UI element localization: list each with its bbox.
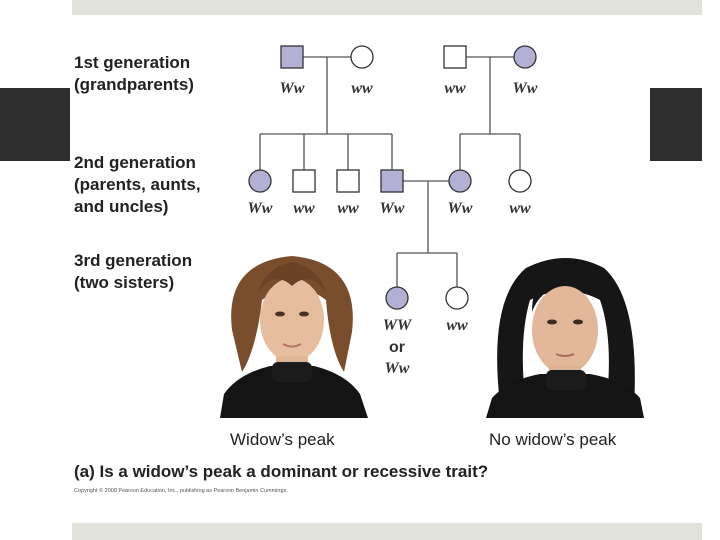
male-unaffected-symbol bbox=[443, 45, 467, 69]
bottom-decor-bar bbox=[72, 523, 702, 540]
svg-text:1st generation: 1st generation bbox=[74, 53, 190, 72]
caption-widows-peak: Widow’s peak bbox=[230, 430, 335, 449]
genotype-label: ww bbox=[293, 200, 315, 217]
genotype-label: Ww bbox=[513, 80, 538, 97]
male-affected-symbol bbox=[280, 45, 304, 69]
pedigree-lines bbox=[259, 56, 521, 288]
genotype-label: ww bbox=[446, 317, 468, 334]
female-affected-symbol bbox=[448, 169, 472, 193]
genotype-label: ww bbox=[337, 200, 359, 217]
genotype-label: ww bbox=[509, 200, 531, 217]
right-decor-block bbox=[650, 88, 702, 161]
female-affected-symbol bbox=[385, 286, 409, 310]
male-unaffected-symbol bbox=[336, 169, 360, 193]
genotype-label: WW bbox=[383, 317, 413, 334]
svg-text:2nd generation: 2nd generation bbox=[74, 153, 196, 172]
genotype-label: ww bbox=[351, 80, 373, 97]
female-unaffected-symbol bbox=[445, 286, 469, 310]
svg-text:and uncles): and uncles) bbox=[74, 197, 168, 216]
genotype-label: Ww bbox=[248, 200, 273, 217]
caption-no-widows-peak: No widow’s peak bbox=[489, 430, 617, 449]
female-unaffected-symbol bbox=[350, 45, 374, 69]
genotype-or-label: or bbox=[389, 339, 405, 356]
top-decor-bar bbox=[72, 0, 702, 15]
genotype-label: Ww bbox=[385, 360, 410, 377]
female-unaffected-symbol bbox=[508, 169, 532, 193]
genotype-label: ww bbox=[444, 80, 466, 97]
genotype-label: Ww bbox=[448, 200, 473, 217]
photo-widows-peak bbox=[220, 256, 368, 418]
svg-text:(grandparents): (grandparents) bbox=[74, 75, 194, 94]
copyright-notice: Copyright © 2008 Pearson Education, Inc.… bbox=[74, 487, 288, 494]
svg-text:(two sisters): (two sisters) bbox=[74, 273, 174, 292]
male-affected-symbol bbox=[380, 169, 404, 193]
generation-2-label: 2nd generation (parents, aunts, and uncl… bbox=[74, 153, 201, 216]
generation-1-label: 1st generation (grandparents) bbox=[74, 53, 194, 94]
female-affected-symbol bbox=[248, 169, 272, 193]
generation-3-label: 3rd generation (two sisters) bbox=[74, 251, 192, 292]
genotype-label: Ww bbox=[280, 80, 305, 97]
genotype-label: Ww bbox=[380, 200, 405, 217]
male-unaffected-symbol bbox=[292, 169, 316, 193]
photo-no-widows-peak bbox=[486, 256, 644, 418]
figure-question: (a) Is a widow’s peak a dominant or rece… bbox=[74, 462, 488, 481]
svg-text:(parents, aunts,: (parents, aunts, bbox=[74, 175, 201, 194]
female-affected-symbol bbox=[513, 45, 537, 69]
left-decor-block bbox=[0, 88, 70, 161]
svg-text:3rd generation: 3rd generation bbox=[74, 251, 192, 270]
